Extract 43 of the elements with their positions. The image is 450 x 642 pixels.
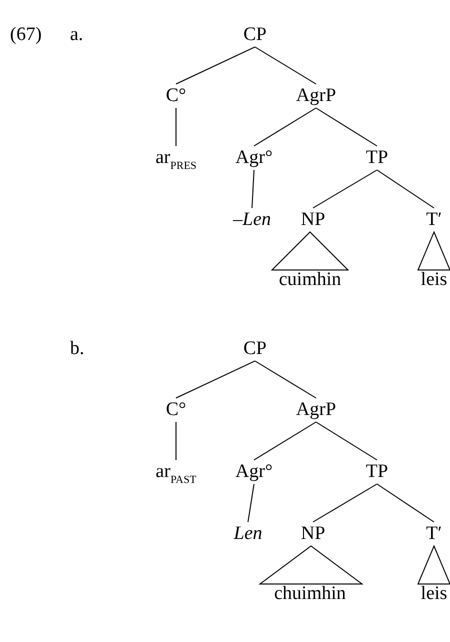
tree-node-label: Agr° — [235, 461, 273, 482]
tree-branch — [312, 484, 378, 522]
tree-branch — [252, 170, 254, 208]
tree-node-label: TP — [366, 461, 388, 482]
tree-branch — [376, 170, 434, 208]
tree-node-label: Len — [234, 523, 262, 544]
tree-node-label: NP — [300, 209, 326, 230]
tree-node-label: cuimhin — [278, 269, 342, 290]
tree-node-label: ar$_{PRES}$ — [155, 147, 197, 168]
triangle-symbol — [417, 230, 450, 270]
tree-node-label: TP — [366, 147, 388, 168]
tree-node-label: T′ — [426, 209, 442, 230]
tree-node-label: CP — [243, 24, 267, 45]
sub-example-letter: a. — [70, 24, 84, 46]
tree-branch — [254, 422, 316, 460]
triangle-symbol — [258, 545, 364, 584]
tree-node-label: leis — [420, 583, 448, 604]
sub-example-letter: b. — [70, 338, 84, 360]
tree-branch — [254, 108, 316, 146]
tree-branch — [248, 484, 254, 522]
tree-branch — [316, 108, 378, 146]
triangle-symbol — [417, 544, 450, 584]
tree-node-label: T′ — [426, 523, 442, 544]
tree-branch — [176, 360, 256, 398]
triangle-symbol — [270, 231, 350, 270]
tree-node-label: C° — [166, 85, 186, 106]
tree-branch — [376, 484, 434, 522]
tree-branch — [254, 360, 316, 398]
tree-branch — [176, 46, 256, 84]
tree-branch — [312, 170, 378, 208]
tree-node-label: –Len — [233, 209, 271, 230]
tree-branch — [254, 46, 316, 84]
tree-node-label: CP — [243, 338, 267, 359]
tree-node-label: AgrP — [296, 399, 336, 420]
tree-branch — [316, 422, 378, 460]
tree-node-label: leis — [420, 269, 448, 290]
tree-node-label: Agr° — [235, 147, 273, 168]
tree-node-label: NP — [300, 523, 326, 544]
tree-node-label: chuimhin — [274, 583, 346, 604]
tree-node-label: ar$_{PAST}$ — [156, 461, 196, 482]
tree-node-label: C° — [166, 399, 186, 420]
example-number: (67) — [10, 24, 42, 46]
tree-node-label: AgrP — [296, 85, 336, 106]
